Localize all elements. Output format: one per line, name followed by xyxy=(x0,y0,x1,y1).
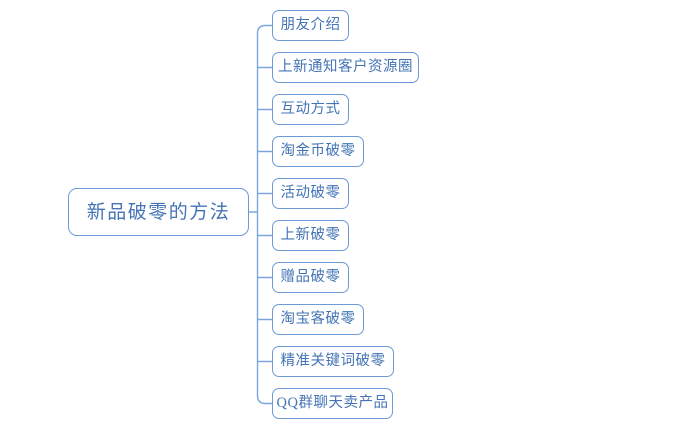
child-node-7[interactable]: 赠品破零 xyxy=(272,262,349,293)
root-node[interactable]: 新品破零的方法 xyxy=(68,188,249,236)
child-node-3[interactable]: 互动方式 xyxy=(272,94,349,125)
connector-child-stub-1 xyxy=(256,24,273,35)
child-node-label: 赠品破零 xyxy=(280,269,341,286)
child-node-label: 淘金币破零 xyxy=(280,143,356,160)
child-node-label: 互动方式 xyxy=(280,101,341,118)
connector-child-stub-10 xyxy=(256,394,273,405)
child-node-label: QQ群聊天卖产品 xyxy=(276,395,389,412)
child-node-4[interactable]: 淘金币破零 xyxy=(272,136,364,167)
child-node-5[interactable]: 活动破零 xyxy=(272,178,349,209)
child-node-10[interactable]: QQ群聊天卖产品 xyxy=(272,388,393,419)
child-node-8[interactable]: 淘宝客破零 xyxy=(272,304,364,335)
child-node-label: 精准关键词破零 xyxy=(280,353,386,370)
child-node-6[interactable]: 上新破零 xyxy=(272,220,349,251)
child-node-9[interactable]: 精准关键词破零 xyxy=(272,346,394,377)
child-node-2[interactable]: 上新通知客户资源圈 xyxy=(272,52,419,83)
child-node-label: 淘宝客破零 xyxy=(280,311,356,328)
child-node-label: 朋友介绍 xyxy=(280,17,341,34)
child-node-1[interactable]: 朋友介绍 xyxy=(272,10,349,41)
root-node-label: 新品破零的方法 xyxy=(86,201,231,223)
child-node-label: 上新通知客户资源圈 xyxy=(278,59,413,76)
child-node-label: 活动破零 xyxy=(280,185,341,202)
child-node-label: 上新破零 xyxy=(280,227,341,244)
